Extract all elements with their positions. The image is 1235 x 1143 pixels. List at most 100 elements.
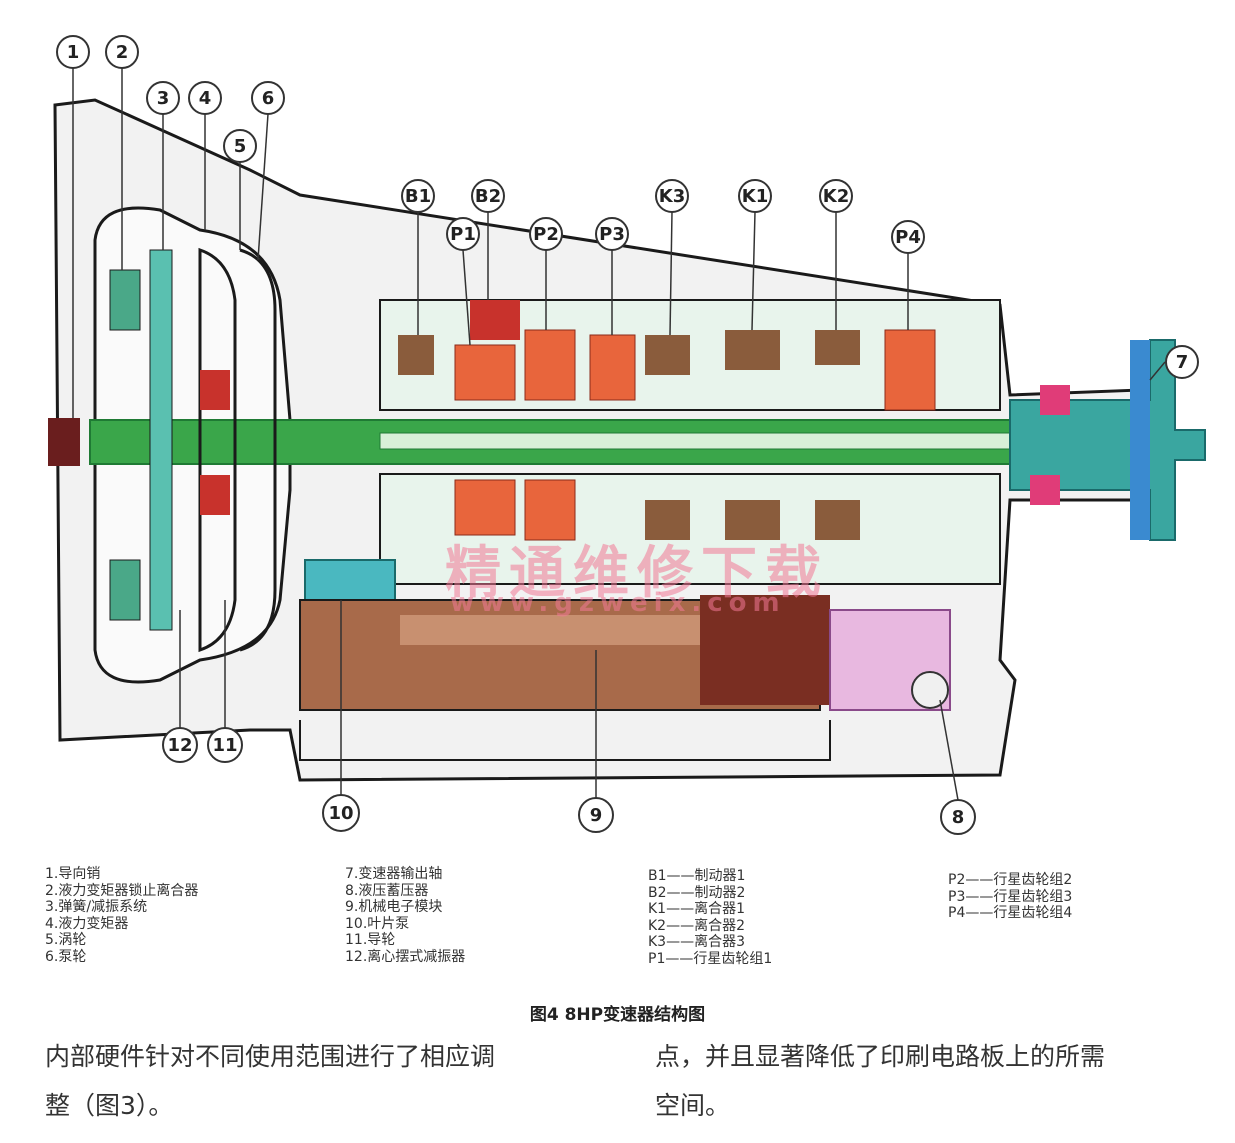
svg-text:P4: P4 [895, 227, 921, 248]
legend-item: 3.弹簧/减振系统 [45, 899, 148, 915]
legend-item: 9.机械电子模块 [345, 899, 443, 915]
svg-text:P2: P2 [533, 224, 559, 245]
svg-text:12: 12 [167, 735, 192, 756]
output-hub-lower [1030, 475, 1060, 505]
callout-k3: K3 [655, 179, 689, 213]
legend-column-1: 1.导向销 2.液力变矩器锁止离合器 3.弹簧/减振系统 4.液力变矩器 5.涡… [45, 866, 198, 965]
svg-text:8: 8 [952, 807, 965, 828]
impeller [239, 248, 277, 652]
legend-item: 12.离心摆式减振器 [345, 948, 466, 965]
lockup-clutch-lower [109, 559, 141, 621]
svg-text:K1: K1 [742, 186, 768, 207]
callout-5: 5 [223, 129, 257, 163]
callout-7: 7 [1165, 345, 1199, 379]
callout-3: 3 [146, 81, 180, 115]
planetary-p1-lower [454, 479, 516, 536]
planetary-p4 [884, 329, 936, 411]
legend-item: 7.变速器输出轴 [345, 866, 443, 882]
legend-item: K2——离合器2 [648, 917, 745, 934]
watermark-title: 精通维修下载 [445, 541, 829, 606]
legend-column-4: P2——行星齿轮组2 P3——行星齿轮组3 P4——行星齿轮组4 [948, 872, 1072, 922]
svg-text:P1: P1 [450, 224, 476, 245]
svg-text:P3: P3 [599, 224, 625, 245]
svg-text:2: 2 [116, 42, 129, 63]
body-line: 内部硬件针对不同使用范围进行了相应调 [45, 1042, 496, 1071]
svg-text:1: 1 [67, 42, 80, 63]
clutch-k1-lower [725, 500, 780, 540]
mechatronic-plate [400, 615, 700, 645]
callout-9: 9 [578, 797, 614, 833]
brake-b1 [398, 335, 434, 375]
legend-item: 4.液力变矩器 [45, 915, 129, 932]
svg-text:7: 7 [1176, 352, 1189, 373]
clutch-k2-lower [815, 500, 860, 540]
legend-item: 10.叶片泵 [345, 915, 410, 932]
svg-text:B1: B1 [405, 186, 431, 207]
stator-lower [200, 475, 230, 515]
body-text-right: 点，并且显著降低了印刷电路板上的所需 空间。 [655, 1032, 1225, 1130]
planetary-p1 [454, 344, 516, 401]
callout-11: 11 [207, 727, 243, 763]
output-hub [1040, 385, 1070, 415]
legend-item: P1——行星齿轮组1 [648, 950, 773, 967]
legend-item: K3——离合器3 [648, 934, 745, 950]
figure-caption: 图4 8HP变速器结构图 [529, 1005, 706, 1025]
legend-item: 6.泵轮 [45, 948, 87, 965]
svg-text:6: 6 [262, 88, 275, 109]
clutch-k3 [645, 335, 690, 375]
callout-k2: K2 [819, 179, 853, 213]
watermark-url: www.gzweix.com [450, 588, 786, 618]
svg-text:K3: K3 [659, 186, 685, 207]
callout-8: 8 [940, 799, 976, 835]
brake-b2 [470, 300, 520, 340]
clutch-k1 [725, 330, 780, 370]
svg-text:3: 3 [157, 88, 170, 109]
accumulator-piston [911, 671, 949, 709]
svg-text:5: 5 [234, 136, 247, 157]
callout-10: 10 [322, 794, 360, 832]
body-line: 空间。 [655, 1091, 731, 1120]
damper-system [149, 249, 173, 631]
callout-p1: P1 [446, 217, 480, 251]
legend-item: 11.导轮 [345, 932, 396, 948]
legend-item: P3——行星齿轮组3 [948, 888, 1073, 905]
planetary-p2 [524, 329, 576, 401]
body-line: 点，并且显著降低了印刷电路板上的所需 [655, 1042, 1106, 1071]
svg-text:10: 10 [328, 803, 353, 824]
lockup-clutch [109, 269, 141, 331]
mechatronic-upper [700, 595, 830, 705]
legend-item: 1.导向销 [45, 866, 101, 882]
callout-p4: P4 [891, 220, 925, 254]
callout-b2: B2 [471, 179, 505, 213]
stator [200, 370, 230, 410]
legend-item: P4——行星齿轮组4 [948, 905, 1073, 921]
legend-column-3: B1——制动器1 B2——制动器2 K1——离合器1 K2——离合器2 K3——… [648, 868, 772, 967]
callout-p3: P3 [595, 217, 629, 251]
clutch-k3-lower [645, 500, 690, 540]
planetary-p2-lower [524, 479, 576, 541]
callout-1: 1 [56, 35, 90, 69]
legend-item: B2——制动器2 [648, 884, 746, 901]
svg-text:11: 11 [212, 735, 237, 756]
callout-2: 2 [105, 35, 139, 69]
legend-item: 8.液压蓄压器 [345, 882, 429, 899]
svg-text:9: 9 [590, 805, 603, 826]
legend-item: P2——行星齿轮组2 [948, 872, 1073, 888]
callout-4: 4 [188, 81, 222, 115]
pilot-pin [48, 418, 80, 466]
output-flange [1130, 340, 1150, 540]
callout-b1: B1 [401, 179, 435, 213]
legend-item: 5.涡轮 [45, 932, 87, 948]
planetary-p3 [589, 334, 636, 401]
svg-text:B2: B2 [475, 186, 501, 207]
svg-text:K2: K2 [823, 186, 849, 207]
turbine [198, 247, 237, 653]
legend-item: K1——离合器1 [648, 901, 745, 917]
callout-6: 6 [251, 81, 285, 115]
svg-text:4: 4 [199, 88, 212, 109]
oil-pan [299, 720, 831, 761]
leader-lines [72, 68, 1166, 801]
transmission-cross-section-diagram: 1 2 3 4 5 6 7 8 9 10 11 12 B1 B2 P1 P2 P… [48, 35, 1206, 835]
callout-k1: K1 [738, 179, 772, 213]
body-text-left: 内部硬件针对不同使用范围进行了相应调 整（图3）。 [45, 1032, 615, 1130]
